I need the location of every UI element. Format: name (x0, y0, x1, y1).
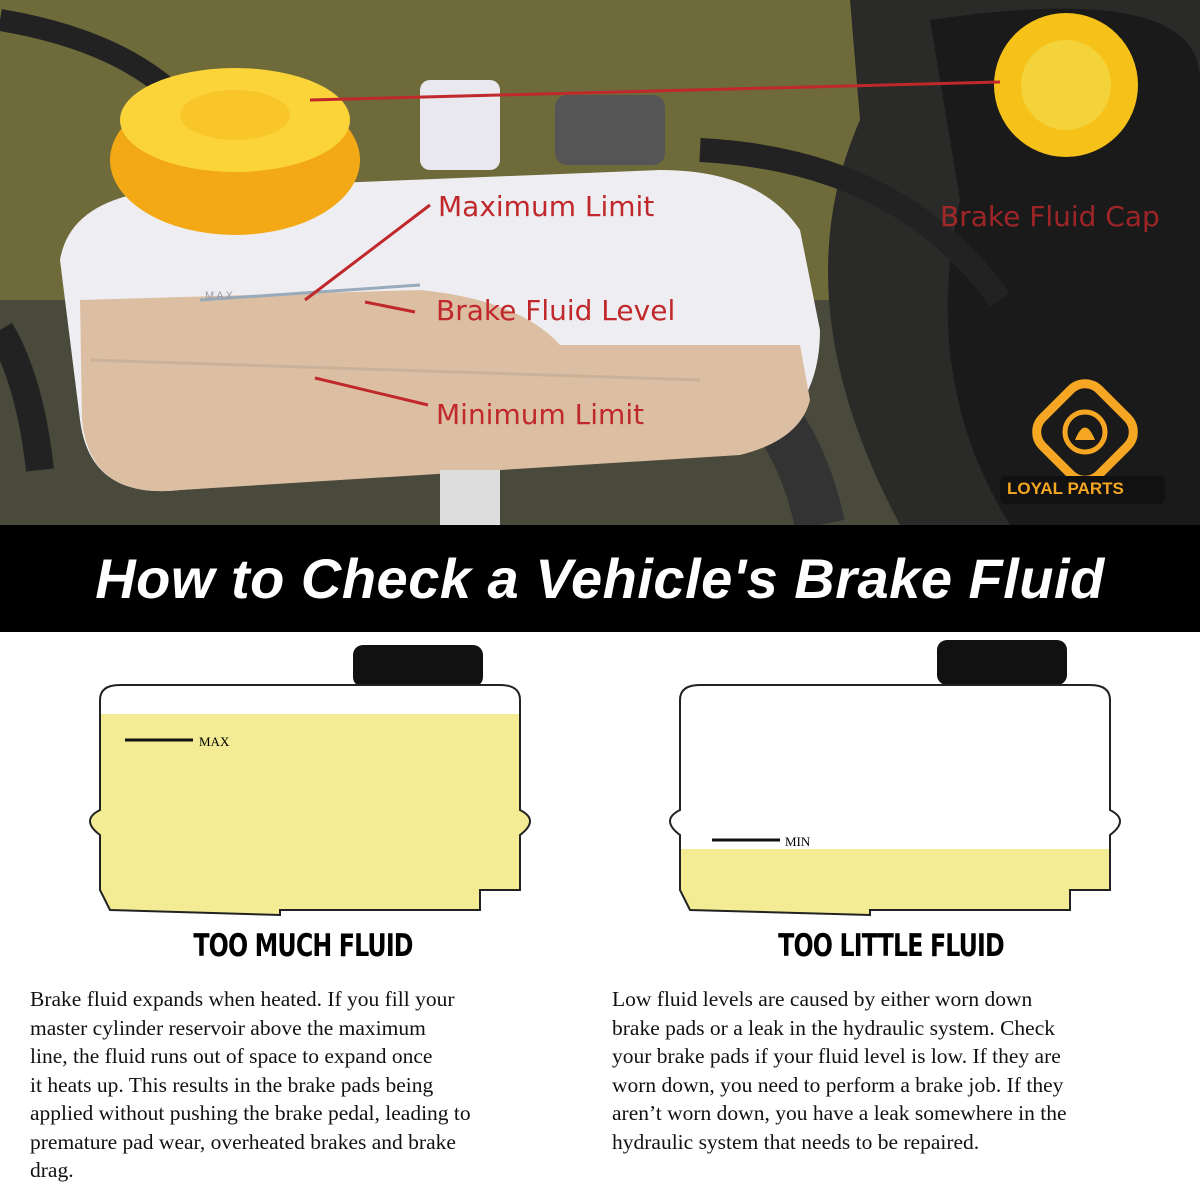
text-line: applied without pushing the brake pedal,… (30, 1101, 471, 1125)
too-much-fluid-heading: TOO MUCH FLUID (193, 928, 413, 964)
too-much-fluid-text: Brake fluid expands when heated. If you … (30, 985, 471, 1185)
text-line: master cylinder reservoir above the maxi… (30, 1015, 426, 1040)
text-line: line, the fluid runs out of space to exp… (30, 1044, 433, 1068)
text-line: brake pads or a leak in the hydraulic sy… (612, 1015, 1055, 1040)
logo-text: LOYAL PARTS (1007, 479, 1124, 498)
reservoir-max-mark: MAX (205, 290, 235, 302)
text-line: your brake pads if your fluid level is l… (612, 1044, 1061, 1068)
text-line: drag. (30, 1158, 74, 1182)
brake-reservoir-photo: Maximum Limit Brake Fluid Level Minimum … (0, 0, 1200, 531)
min-mark: MIN (785, 834, 811, 849)
page-title: How to Check a Vehicle's Brake Fluid (95, 547, 1105, 610)
loyal-parts-logo (1000, 379, 1165, 504)
brake-fluid-level-label: Brake Fluid Level (436, 294, 676, 327)
max-mark: MAX (199, 734, 230, 749)
maximum-limit-label: Maximum Limit (438, 190, 655, 223)
text-line: Low fluid levels are caused by either wo… (612, 987, 1033, 1011)
text-line: aren’t worn down, you have a leak somewh… (612, 1101, 1067, 1125)
too-much-fluid-diagram (89, 645, 531, 917)
text-line: premature pad wear, overheated brakes an… (30, 1129, 456, 1154)
text-line: Brake fluid expands when heated. If you … (30, 987, 455, 1011)
too-little-fluid-diagram (669, 640, 1121, 917)
title-banner: How to Check a Vehicle's Brake Fluid (0, 525, 1200, 632)
text-line: worn down, you need to perform a brake j… (612, 1072, 1064, 1097)
text-line: hydraulic system that needs to be repair… (612, 1129, 980, 1154)
engine-bay-illustration (0, 0, 1200, 531)
too-little-fluid-heading: TOO LITTLE FLUID (778, 928, 1004, 964)
minimum-limit-label: Minimum Limit (436, 398, 645, 431)
too-little-fluid-text: Low fluid levels are caused by either wo… (612, 985, 1067, 1156)
brake-fluid-cap-label: Brake Fluid Cap (940, 200, 1160, 233)
text-line: it heats up. This results in the brake p… (30, 1072, 434, 1097)
